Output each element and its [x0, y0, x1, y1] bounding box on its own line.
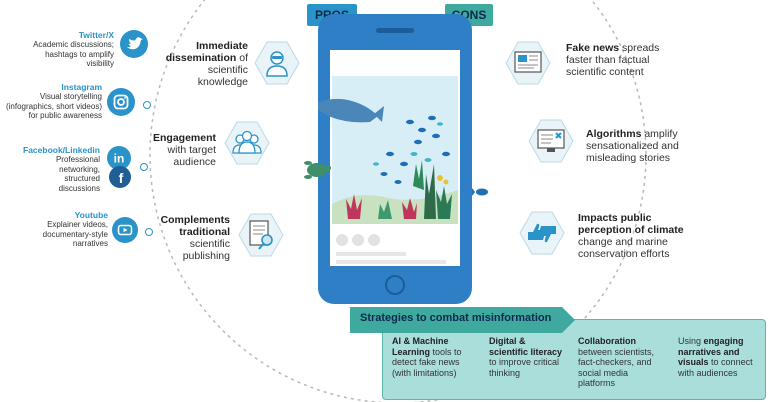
strategies-title: Strategies to combat misinformation [360, 312, 552, 324]
svg-text:f: f [119, 170, 124, 186]
document-magnifier-icon [238, 213, 284, 257]
twitter-desc-1: Academic discussions; [33, 40, 114, 49]
facebook-icon: f [109, 166, 131, 188]
strategy-collaboration: Collaboration between scientists, fact-c… [578, 336, 655, 388]
youtube-desc-3: narratives [72, 239, 108, 248]
people-group-icon [224, 121, 270, 165]
strategy-narratives: Using engaging narratives and visuals to… [678, 336, 753, 378]
con-fake-news-text: Fake news spreads faster than factual sc… [566, 42, 660, 78]
scientist-icon [254, 41, 300, 85]
fb-desc-1: Professional [55, 155, 100, 164]
facebook-linkedin-name: Facebook/Linkedin [23, 145, 100, 155]
con-impacts-text: Impacts public perception of climate cha… [578, 212, 684, 260]
strategy-literacy: Digital & scientific literacy to improve… [489, 336, 563, 378]
sea-turtle-icon [304, 161, 331, 179]
connector-dot [143, 101, 151, 109]
twitter-bird-icon [120, 30, 148, 58]
fb-desc-2: networking, [59, 164, 100, 174]
youtube-desc-2: documentary-style [42, 229, 108, 239]
thumbs-icon [519, 211, 565, 255]
pro-engagement-text: Engagement with target audience [152, 132, 216, 168]
instagram-desc-2: (infographics, short videos) [5, 101, 102, 111]
con-algorithms-text: Algorithms amplify sensationalized and m… [586, 128, 679, 164]
instagram-desc-3: for public awareness [28, 111, 102, 120]
instagram-camera-icon [107, 88, 135, 116]
youtube-name: Youtube [74, 210, 108, 220]
phone-illustration [318, 14, 472, 304]
twitter-desc-3: visibility [86, 59, 114, 68]
svg-text:in: in [114, 152, 125, 166]
pro-complements-text: Complements traditional scientific publi… [160, 214, 230, 262]
fb-desc-3: structured [64, 174, 100, 183]
fake-news-icon [505, 41, 551, 85]
instagram-desc-1: Visual storytelling [39, 92, 102, 101]
twitter-desc-2: hashtags to amplify [45, 49, 114, 59]
fb-desc-4: discussions [58, 183, 100, 193]
algorithm-screen-icon [528, 119, 574, 163]
youtube-desc-1: Explainer videos, [47, 220, 108, 229]
connector-dot [140, 163, 148, 171]
twitter-name: Twitter/X [78, 30, 114, 40]
youtube-play-icon [112, 217, 138, 243]
connector-dot [145, 228, 153, 236]
strategy-ai: AI & Machine Learning tools to detect fa… [392, 336, 462, 378]
instagram-name: Instagram [61, 82, 102, 92]
strategies-banner [350, 307, 575, 333]
pro-dissemination-text: Immediate dissemination of scientific kn… [165, 40, 248, 88]
fish-icon [472, 188, 488, 196]
